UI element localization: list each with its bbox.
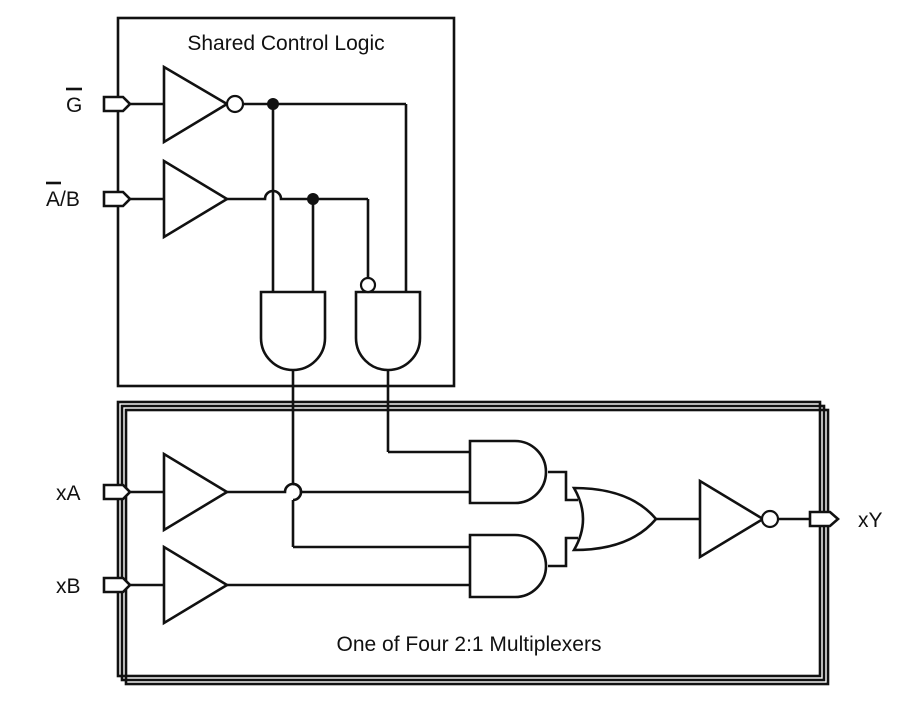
buffer-xa (162, 451, 230, 533)
mux-block-title: One of Four 2:1 Multiplexers (337, 633, 602, 656)
port-xa (102, 483, 132, 501)
and-gate-lower (468, 533, 548, 599)
and-gate-control-1 (259, 290, 327, 372)
port-ab (102, 190, 132, 208)
input-label-ab: A/B (46, 188, 80, 211)
inverting-input-bubble (359, 276, 377, 294)
mux-stack-shadow (120, 404, 830, 686)
junction-g (267, 98, 279, 110)
output-label-xy: xY (858, 509, 883, 532)
input-label-a: A (46, 188, 60, 211)
input-label-b: /B (60, 188, 80, 211)
input-label-xb: xB (56, 575, 81, 598)
junction-ab (307, 193, 319, 205)
input-label-xa: xA (56, 482, 81, 505)
input-label-g: G (66, 94, 82, 117)
and-gate-control-2 (354, 290, 422, 372)
and-gate-upper (468, 439, 548, 505)
inverter-g (162, 64, 245, 145)
port-xy (808, 510, 840, 528)
port-g (102, 95, 132, 113)
mux-block (116, 400, 822, 678)
control-block-title: Shared Control Logic (187, 32, 384, 55)
buffer-xb (162, 544, 230, 626)
inverter-output (698, 478, 780, 560)
wires (130, 102, 810, 587)
buffer-ab (162, 158, 230, 240)
or-gate (571, 486, 658, 552)
port-xb (102, 576, 132, 594)
